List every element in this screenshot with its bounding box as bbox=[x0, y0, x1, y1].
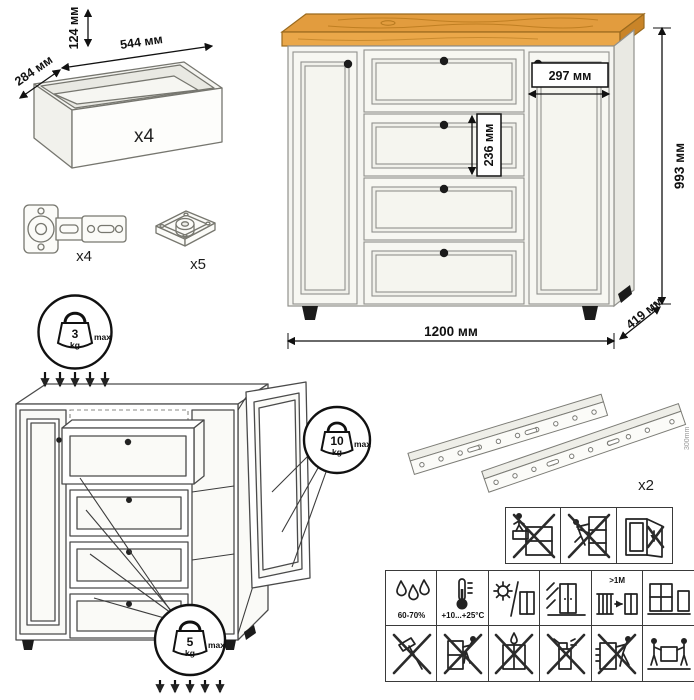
weight-icon bbox=[178, 620, 202, 632]
foot-count: x5 bbox=[190, 256, 206, 273]
drawer-knob bbox=[439, 56, 449, 66]
load-arrows-drawers bbox=[155, 680, 225, 694]
dim-door-width: 297 мм bbox=[527, 62, 611, 99]
hinge-count: x4 bbox=[76, 248, 92, 265]
cabinet-shade-icon bbox=[539, 570, 593, 627]
load-badge-door: 10 kg max bbox=[302, 405, 371, 475]
drawer-box-diagram: x4 124 мм 544 мм 284 мм bbox=[14, 7, 223, 169]
svg-text:5: 5 bbox=[187, 635, 194, 649]
drawer-box-drawing bbox=[33, 61, 223, 169]
no-climbing-icon bbox=[560, 507, 618, 564]
drawer-knob bbox=[126, 601, 132, 607]
temperature-range: +10...+25°C bbox=[441, 611, 485, 620]
load-badge-drawers: 5 kg max bbox=[153, 603, 227, 677]
no-impact-icon bbox=[385, 625, 438, 682]
slides-count: x2 bbox=[638, 477, 654, 494]
drawer-knob bbox=[126, 497, 132, 503]
drawer-slides-diagram: x2 300mm bbox=[407, 393, 691, 494]
drawer-count: x4 bbox=[134, 126, 155, 147]
weight-icon bbox=[63, 311, 87, 324]
svg-text:kg: kg bbox=[185, 648, 195, 658]
load-arrows-top bbox=[40, 372, 110, 388]
slide-length-label: 300mm bbox=[684, 426, 691, 450]
svg-text:kg: kg bbox=[70, 340, 80, 350]
open-dresser-drawing bbox=[15, 381, 311, 650]
dim-box-width: 544 мм bbox=[119, 32, 163, 52]
dim-depth: 419 мм bbox=[619, 294, 666, 340]
drawer-knob bbox=[124, 438, 132, 446]
drawer-knob bbox=[439, 248, 449, 258]
humidity-icon: 60-70% bbox=[385, 570, 438, 627]
svg-text:993 мм: 993 мм bbox=[672, 143, 687, 189]
care-icons-row-2 bbox=[385, 625, 694, 682]
foot-icon bbox=[155, 210, 216, 247]
no-leaning-icon bbox=[436, 625, 490, 682]
no-door-hanging-icon bbox=[615, 507, 673, 564]
dim-height: 993 мм bbox=[653, 26, 687, 306]
svg-text:1200 мм: 1200 мм bbox=[424, 324, 478, 339]
hinge-icon bbox=[23, 204, 127, 254]
drawer-knob bbox=[439, 184, 449, 194]
dim-drawer-front-height: 236 мм bbox=[467, 113, 502, 177]
svg-text:max: max bbox=[208, 640, 225, 650]
svg-text:3: 3 bbox=[72, 327, 79, 341]
door-knob bbox=[56, 437, 62, 443]
no-wet-cleaning-icon bbox=[487, 625, 541, 682]
temperature-icon: +10...+25°C bbox=[436, 570, 490, 627]
dresser-right-door bbox=[528, 51, 610, 305]
svg-text:297 мм: 297 мм bbox=[549, 69, 592, 83]
open-dresser-feet bbox=[22, 625, 256, 650]
svg-text:10: 10 bbox=[330, 434, 344, 448]
svg-text:419 мм: 419 мм bbox=[623, 294, 665, 332]
svg-text:236 мм: 236 мм bbox=[482, 124, 496, 167]
humidity-range: 60-70% bbox=[397, 611, 426, 620]
load-limit-diagram: 3 kg max 10 kg max 5 kg max bbox=[15, 294, 371, 694]
svg-text:max: max bbox=[94, 332, 111, 342]
svg-text:kg: kg bbox=[332, 447, 342, 457]
drawer-slide bbox=[481, 403, 687, 493]
pulled-drawer bbox=[61, 419, 205, 485]
door-knob bbox=[343, 59, 353, 69]
dresser-wood-top bbox=[280, 12, 646, 48]
svg-text:max: max bbox=[354, 439, 371, 449]
no-solvent-icon bbox=[539, 625, 593, 682]
dim-box-height: 124 мм bbox=[67, 7, 81, 50]
heat-distance-icon: >1M bbox=[590, 570, 644, 627]
drawer-slide bbox=[407, 393, 609, 475]
dresser-left-door bbox=[292, 51, 358, 305]
no-standing-on-drawer-icon bbox=[505, 507, 562, 564]
drawer-knob bbox=[439, 120, 449, 130]
dresser-drawers bbox=[363, 49, 525, 305]
dresser-feet bbox=[302, 285, 632, 320]
dresser-diagram: 297 мм 236 мм 993 мм 1200 мм 419 мм bbox=[280, 12, 687, 349]
weight-icon bbox=[326, 421, 348, 433]
two-person-carry-icon bbox=[642, 625, 694, 682]
warning-icons-row bbox=[505, 507, 673, 564]
load-badge-top: 3 kg max bbox=[37, 294, 113, 370]
dim-width: 1200 мм bbox=[286, 324, 616, 349]
sun-shade-icon bbox=[487, 570, 541, 627]
drawer-knob bbox=[126, 549, 132, 555]
heat-distance-value: >1M bbox=[609, 576, 626, 585]
window-distance-icon bbox=[642, 570, 694, 627]
no-dragging-icon bbox=[590, 625, 644, 682]
care-icons-row-1: 60-70% +10...+25°C bbox=[385, 570, 694, 627]
